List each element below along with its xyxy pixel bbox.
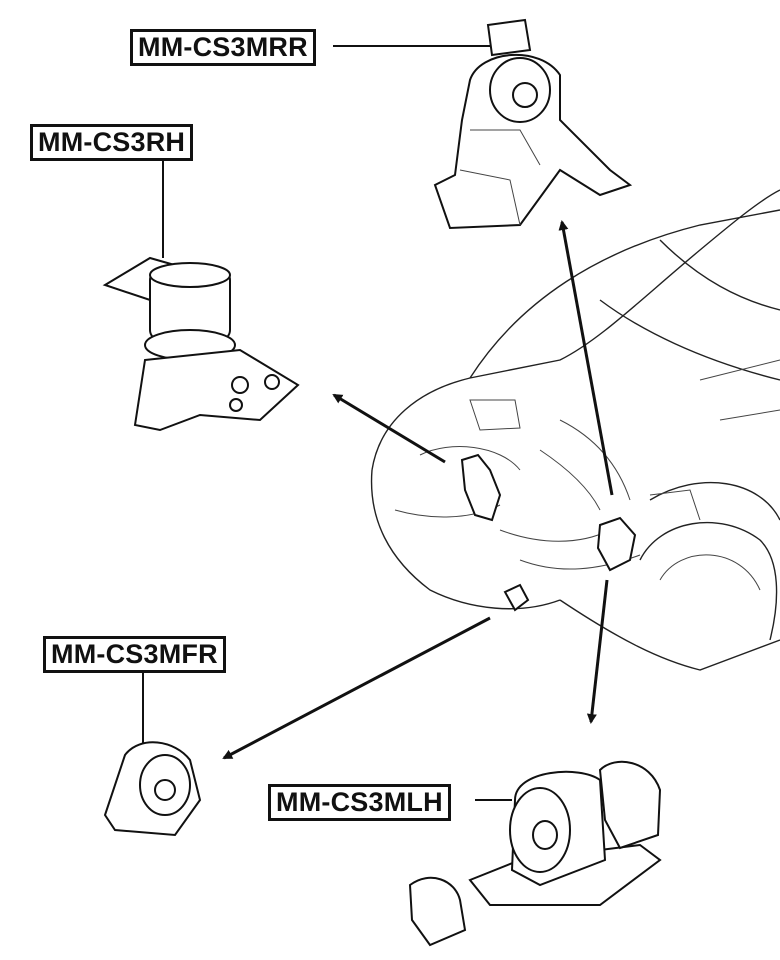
arrow-to-mrr	[558, 220, 614, 496]
label-mm-cs3mlh: MM-CS3MLH	[268, 784, 451, 821]
installed-mounts	[460, 453, 637, 612]
arrow-to-mlh	[586, 579, 609, 724]
car-front-outline	[370, 189, 780, 671]
part-mm-cs3mlh	[408, 760, 662, 947]
part-mm-cs3mrr	[433, 18, 633, 230]
label-mm-cs3mfr: MM-CS3MFR	[43, 636, 226, 673]
label-mm-cs3mrr: MM-CS3MRR	[130, 29, 316, 66]
label-mm-cs3rh: MM-CS3RH	[30, 124, 194, 161]
arrow-to-mfr	[222, 616, 491, 760]
part-mm-cs3rh	[102, 256, 300, 432]
part-mm-cs3mfr	[103, 741, 202, 837]
arrow-to-rh	[332, 393, 446, 464]
